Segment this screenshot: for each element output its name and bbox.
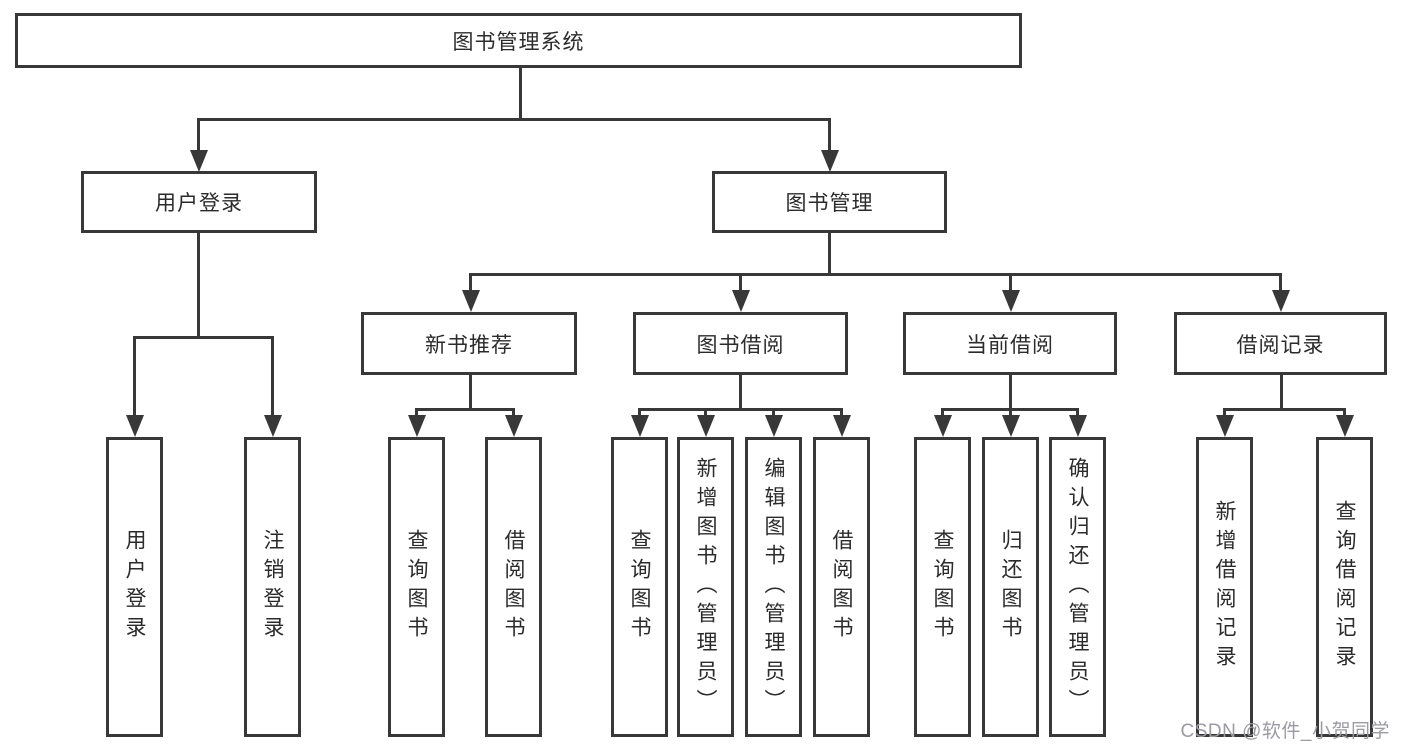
leaf-label: 借阅图书 [502, 529, 525, 645]
connector-drop [1009, 408, 1012, 420]
leaf-label: 查询图书 [405, 529, 428, 645]
node-book-management: 图书管理 [712, 171, 947, 233]
leaf-label: 确认归还（管理员） [1066, 456, 1089, 718]
node-user-login: 用户登录 [81, 171, 317, 233]
leaf-logout: 注销登录 [244, 437, 301, 737]
connector-trunk [828, 233, 831, 273]
leaf-label: 用户登录 [123, 529, 146, 645]
connector-drop [133, 336, 136, 418]
watermark: CSDN @软件_小贺同学 [1180, 721, 1390, 742]
leaf-add-borrow-record: 新增借阅记录 [1196, 437, 1253, 737]
arrow-down [1272, 290, 1290, 312]
leaf-confirm-return-admin: 确认归还（管理员） [1049, 437, 1106, 737]
arrow-down [732, 290, 750, 312]
leaf-label: 归还图书 [999, 529, 1022, 645]
connector-drop [415, 408, 418, 420]
arrow-down [408, 415, 426, 437]
arrow-down [1336, 415, 1354, 437]
leaf-query-borrow-record: 查询借阅记录 [1316, 437, 1373, 737]
leaf-add-books-admin: 新增图书（管理员） [677, 437, 734, 737]
arrow-down [505, 415, 523, 437]
arrow-down [765, 415, 783, 437]
arrow-down [631, 415, 649, 437]
leaf-label: 查询借阅记录 [1333, 500, 1356, 674]
connector-splitter [469, 273, 1282, 276]
arrow-down [264, 415, 282, 437]
connector-drop [704, 408, 707, 420]
arrow-down [1069, 415, 1087, 437]
leaf-label: 借阅图书 [830, 529, 853, 645]
node-book-borrowing: 图书借阅 [633, 312, 848, 375]
connector-drop [197, 118, 200, 154]
leaf-return-books: 归还图书 [982, 437, 1039, 737]
connector-drop [1279, 273, 1282, 293]
arrow-down [697, 415, 715, 437]
connector-drop [739, 273, 742, 293]
connector-drop [469, 273, 472, 293]
leaf-borrow-books-borrowing: 借阅图书 [813, 437, 870, 737]
node-label: 借阅记录 [1236, 333, 1325, 357]
arrow-down [934, 415, 952, 437]
connector-splitter [638, 408, 843, 411]
leaf-user-login: 用户登录 [106, 437, 163, 737]
arrow-down [126, 415, 144, 437]
leaf-query-books-borrowing: 查询图书 [611, 437, 668, 737]
connector-drop [828, 118, 831, 154]
leaf-label: 编辑图书（管理员） [762, 456, 785, 718]
connector-trunk [1280, 375, 1283, 408]
connector-splitter [197, 118, 831, 121]
node-new-book-recommendation: 新书推荐 [361, 312, 577, 375]
connector-drop [1009, 273, 1012, 293]
leaf-edit-books-admin: 编辑图书（管理员） [745, 437, 802, 737]
connector-splitter [415, 408, 515, 411]
connector-drop [1343, 408, 1346, 420]
connector-drop [941, 408, 944, 420]
node-label: 用户登录 [155, 192, 243, 215]
connector-drop [772, 408, 775, 420]
connector-splitter [133, 336, 274, 339]
connector-splitter [1223, 408, 1346, 411]
arrow-down [833, 415, 851, 437]
connector-drop [638, 408, 641, 420]
arrow-down [462, 290, 480, 312]
connector-drop [840, 408, 843, 420]
connector-trunk [739, 375, 742, 408]
arrow-down [821, 150, 839, 172]
node-label: 图书管理 [785, 192, 874, 215]
arrow-down [1002, 415, 1020, 437]
leaf-label: 注销登录 [261, 529, 284, 645]
connector-drop [1076, 408, 1079, 420]
node-current-borrowing: 当前借阅 [903, 312, 1117, 375]
connector-drop [1223, 408, 1226, 420]
leaf-query-books-current: 查询图书 [914, 437, 971, 737]
connector-trunk [519, 68, 522, 118]
connector-trunk [469, 375, 472, 408]
leaf-query-books-recommend: 查询图书 [388, 437, 445, 737]
node-label: 图书借阅 [696, 333, 785, 357]
arrow-down [1216, 415, 1234, 437]
node-label: 新书推荐 [425, 333, 513, 357]
leaf-label: 新增借阅记录 [1213, 500, 1236, 674]
node-borrowing-records: 借阅记录 [1174, 312, 1387, 375]
leaf-borrow-books-recommend: 借阅图书 [485, 437, 542, 737]
connector-drop [512, 408, 515, 420]
node-label: 当前借阅 [966, 333, 1054, 357]
connector-drop [271, 336, 274, 418]
arrow-down [190, 150, 208, 172]
node-label: 图书管理系统 [452, 30, 585, 54]
connector-trunk [1009, 375, 1012, 408]
connector-trunk [197, 233, 200, 336]
leaf-label: 查询图书 [931, 529, 954, 645]
node-library-management-system: 图书管理系统 [15, 13, 1022, 68]
leaf-label: 查询图书 [628, 529, 651, 645]
leaf-label: 新增图书（管理员） [694, 456, 717, 718]
arrow-down [1002, 290, 1020, 312]
